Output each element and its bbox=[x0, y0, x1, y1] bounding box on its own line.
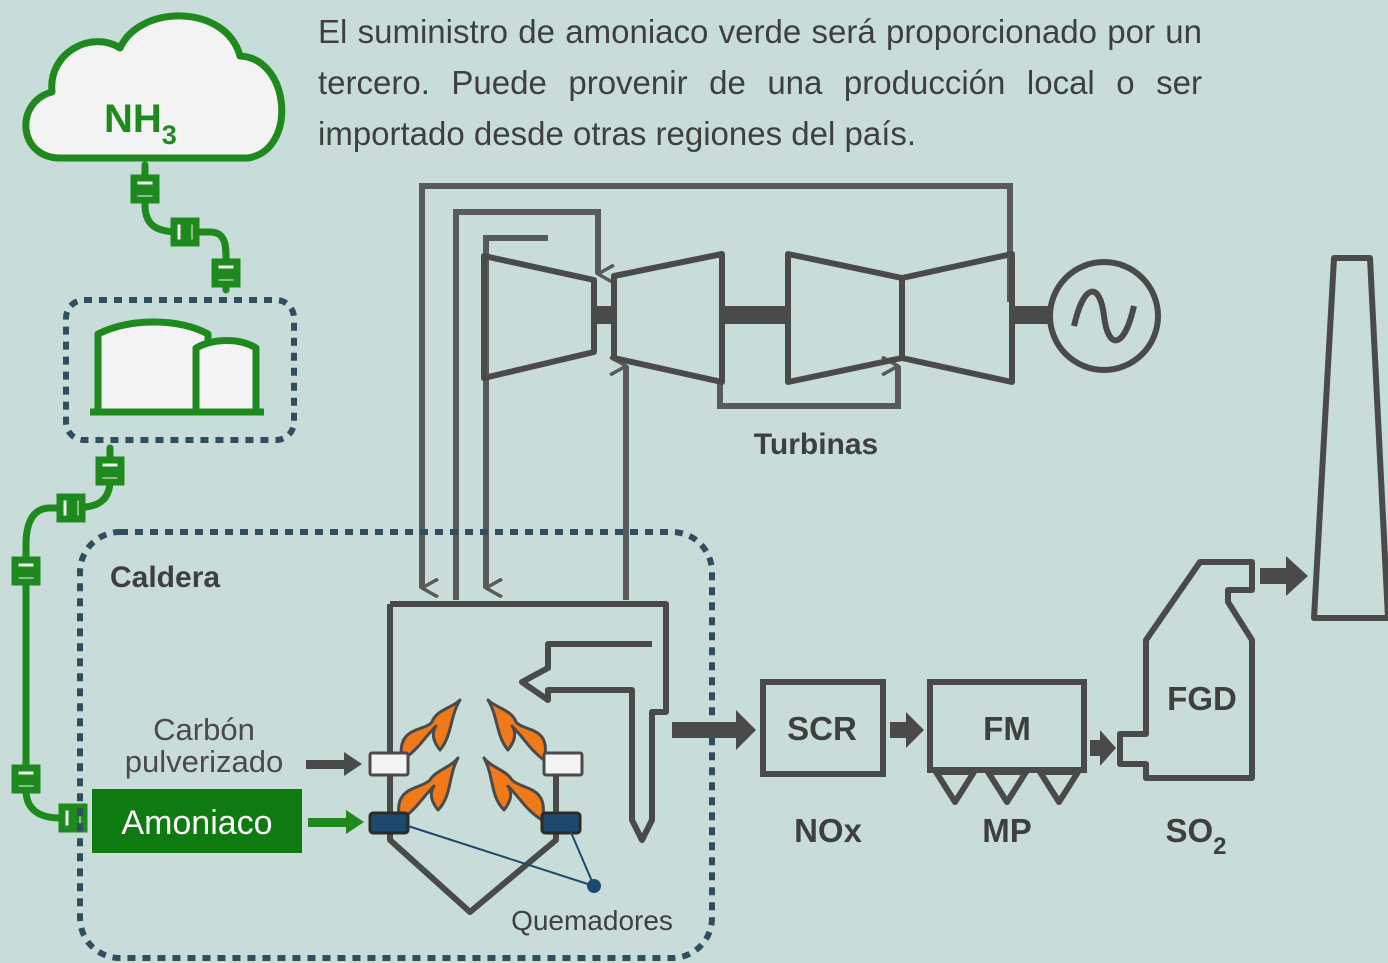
flames bbox=[397, 698, 547, 822]
fm-label: FM bbox=[983, 710, 1031, 747]
fm-hoppers bbox=[933, 769, 1081, 805]
coal-label-line2: pulverizado bbox=[125, 744, 284, 779]
burners-icon bbox=[368, 811, 582, 835]
ammonia-label: Amoniaco bbox=[121, 804, 272, 842]
turbines-label: Turbinas bbox=[754, 428, 878, 461]
pipe-cloud-to-tanks bbox=[130, 161, 241, 294]
cloud-formula: NH3 bbox=[104, 97, 177, 150]
flue-gas-arrow-4 bbox=[1260, 556, 1308, 596]
burners-label: Quemadores bbox=[511, 905, 673, 936]
boiler-label: Caldera bbox=[110, 561, 220, 594]
flue-gas-arrow-2 bbox=[890, 712, 924, 748]
turbine-shafts bbox=[594, 306, 1052, 324]
pipe-tanks-to-burner bbox=[11, 444, 125, 833]
turbines bbox=[481, 251, 1015, 385]
chimney-stack-icon bbox=[1311, 255, 1388, 621]
boiler-dotted-border bbox=[77, 529, 715, 961]
flue-gas-arrow-1 bbox=[672, 710, 756, 750]
flue-gas-arrow-3 bbox=[1090, 730, 1116, 766]
storage-tanks-icon bbox=[90, 318, 264, 416]
coal-nozzles bbox=[368, 751, 584, 777]
nox-label: NOx bbox=[794, 812, 863, 849]
burner-pointer-lines bbox=[407, 825, 601, 893]
scr-box bbox=[760, 679, 886, 777]
description-text: El suministro de amoniaco verde será pro… bbox=[318, 13, 1202, 152]
generator-sine-icon bbox=[1047, 259, 1161, 373]
steam-lines bbox=[419, 183, 1013, 600]
ammonia-arrow bbox=[308, 810, 364, 834]
storage-dotted-border bbox=[63, 297, 297, 443]
scr-label: SCR bbox=[787, 710, 857, 747]
coal-label-line1: Carbón bbox=[153, 712, 255, 747]
mp-label: MP bbox=[982, 812, 1032, 849]
fgd-unit bbox=[1117, 559, 1255, 781]
boiler-body bbox=[387, 601, 669, 915]
fgd-label: FGD bbox=[1167, 680, 1237, 717]
ammonia-box bbox=[92, 789, 302, 853]
so2-label: SO2 bbox=[1165, 812, 1226, 860]
coal-arrow bbox=[306, 752, 362, 776]
cloud-icon: NH3 bbox=[22, 12, 286, 162]
